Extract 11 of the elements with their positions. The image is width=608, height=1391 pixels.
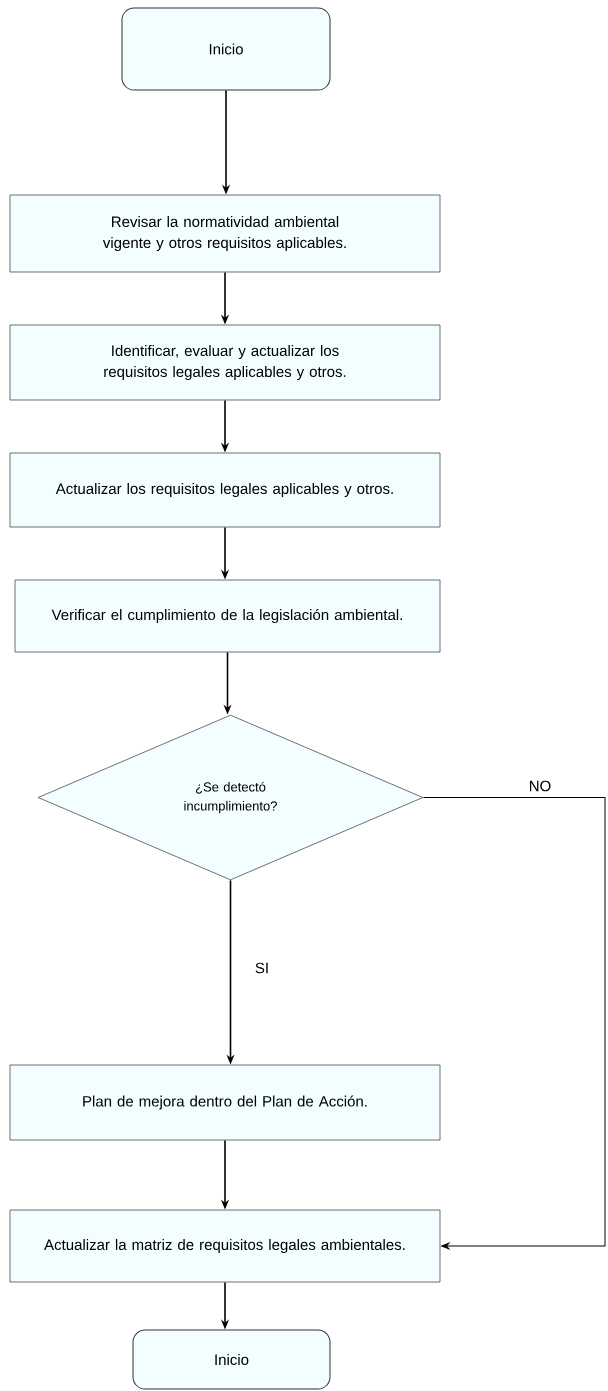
arrow	[422, 797, 606, 1250]
process-box: Identificar, evaluar y actualizar los requisitos legales aplicables y otros.	[9, 324, 441, 401]
edge-label: NO	[527, 779, 553, 793]
process-box: Plan de mejora dentro del Plan de Acción.	[9, 1064, 441, 1141]
process-box: Verificar el cumplimiento de la legislación ambiental.	[14, 579, 441, 653]
edge-label: SI	[253, 961, 271, 975]
terminal-box: Inicio	[132, 1329, 331, 1390]
process-box: Actualizar la matriz de requisitos legales ambientales.	[9, 1209, 441, 1283]
process-box: Actualizar los requisitos legales aplicables y otros.	[9, 452, 441, 528]
terminal-box: Inicio	[121, 7, 331, 91]
process-box: Revisar la normatividad ambiental vigente y otros requisitos aplicables.	[9, 194, 441, 273]
